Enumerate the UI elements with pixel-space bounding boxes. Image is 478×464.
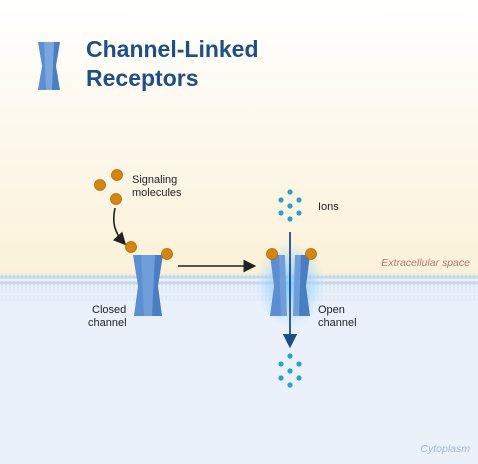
ions-label: Ions [318, 201, 339, 213]
open-bound-ligand-left [266, 248, 278, 260]
curved-arrow-icon [112, 207, 127, 246]
channel-receptor-icon [38, 42, 60, 90]
extracellular-label: Extracellular space [381, 257, 470, 269]
ions-cytoplasm [278, 353, 302, 388]
cytoplasm-region [0, 276, 478, 464]
title-line-1: Channel-Linked [86, 36, 259, 62]
closed-channel-label-line-2: channel [88, 317, 127, 329]
title-line-2: Receptors [86, 65, 198, 91]
ions-extracellular [278, 189, 302, 222]
open-channel-label-line-1: Open [318, 304, 345, 316]
closed-channel-label-line-1: Closed [92, 304, 126, 316]
extracellular-region [0, 0, 478, 276]
bound-ligand-left [125, 241, 137, 253]
open-bound-ligand-right [305, 248, 317, 260]
open-channel [270, 255, 310, 316]
signaling-label-line-1: Signaling [132, 174, 177, 186]
bound-ligand-right [161, 248, 173, 260]
signaling-label-line-2: molecules [132, 187, 182, 199]
open-channel-label-line-2: channel [318, 317, 357, 329]
cell-membrane [0, 273, 478, 301]
cytoplasm-label: Cytoplasm [420, 443, 470, 455]
closed-channel [133, 255, 163, 316]
signaling-molecules [94, 169, 123, 205]
